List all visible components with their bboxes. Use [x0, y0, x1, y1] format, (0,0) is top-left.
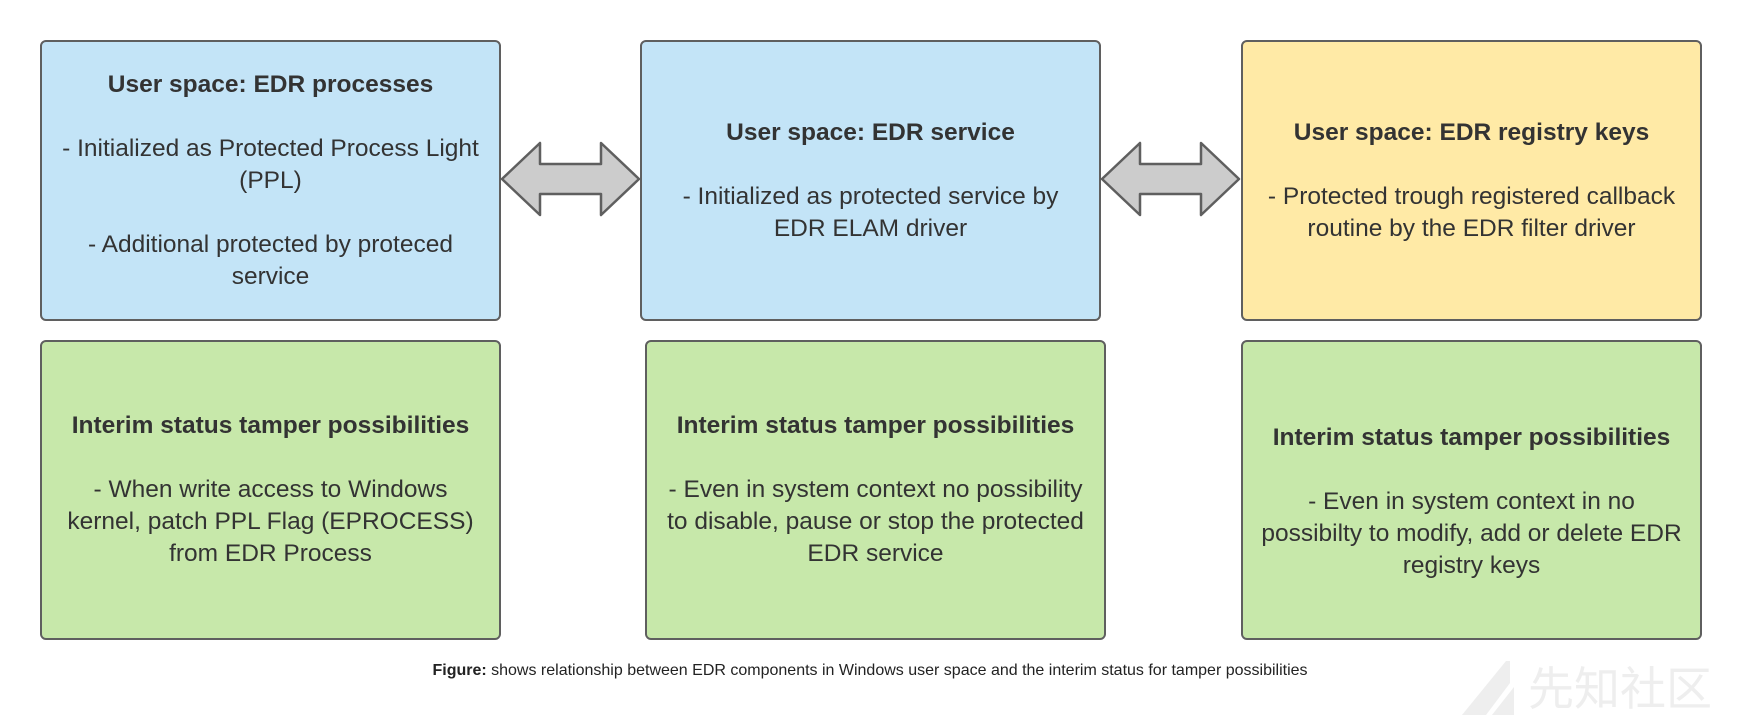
edr-service-title: User space: EDR service — [726, 118, 1015, 146]
double-arrow-icon-processes-service — [500, 141, 641, 217]
edr-processes-line-2: - Additional protected by proteced servi… — [87, 230, 453, 290]
edr-processes-line-1: - Initialized as Protected Process Light… — [62, 134, 479, 194]
figure-caption-label: Figure: — [432, 662, 487, 679]
edr-service-box: User space: EDR service - Initialized as… — [640, 40, 1101, 321]
figure-caption: Figure: shows relationship between EDR c… — [0, 662, 1740, 680]
processes-tamper-title: Interim status tamper possibilities — [71, 412, 470, 439]
processes-tamper-line-1: - When write access to Windows kernel, p… — [67, 476, 474, 567]
edr-registry-keys-box: User space: EDR registry keys - Protecte… — [1241, 40, 1702, 321]
registry-tamper-title: Interim status tamper possibilities — [1272, 424, 1671, 451]
edr-service-line-1: - Initialized as protected service by ED… — [682, 182, 1059, 242]
edr-processes-box: User space: EDR processes - Initialized … — [40, 40, 501, 321]
figure-caption-text: shows relationship between EDR component… — [486, 662, 1308, 679]
processes-tamper-box: Interim status tamper possibilities - Wh… — [40, 340, 501, 640]
service-tamper-box: Interim status tamper possibilities - Ev… — [645, 340, 1106, 640]
xianzhi-watermark-logo: 先知社区 — [1462, 661, 1712, 716]
service-tamper-title: Interim status tamper possibilities — [676, 412, 1075, 439]
edr-registry-keys-title: User space: EDR registry keys — [1293, 118, 1650, 146]
registry-tamper-box: Interim status tamper possibilities - Ev… — [1241, 340, 1702, 640]
watermark-text: 先知社区 — [1528, 662, 1712, 716]
double-arrow-icon-service-registry — [1100, 141, 1241, 217]
edr-processes-title: User space: EDR processes — [107, 70, 434, 98]
service-tamper-line-1: - Even in system context no possibility … — [667, 476, 1084, 567]
edr-registry-keys-line-1: - Protected trough registered callback r… — [1267, 182, 1676, 242]
registry-tamper-line-1: - Even in system context in no possibilt… — [1261, 488, 1682, 579]
